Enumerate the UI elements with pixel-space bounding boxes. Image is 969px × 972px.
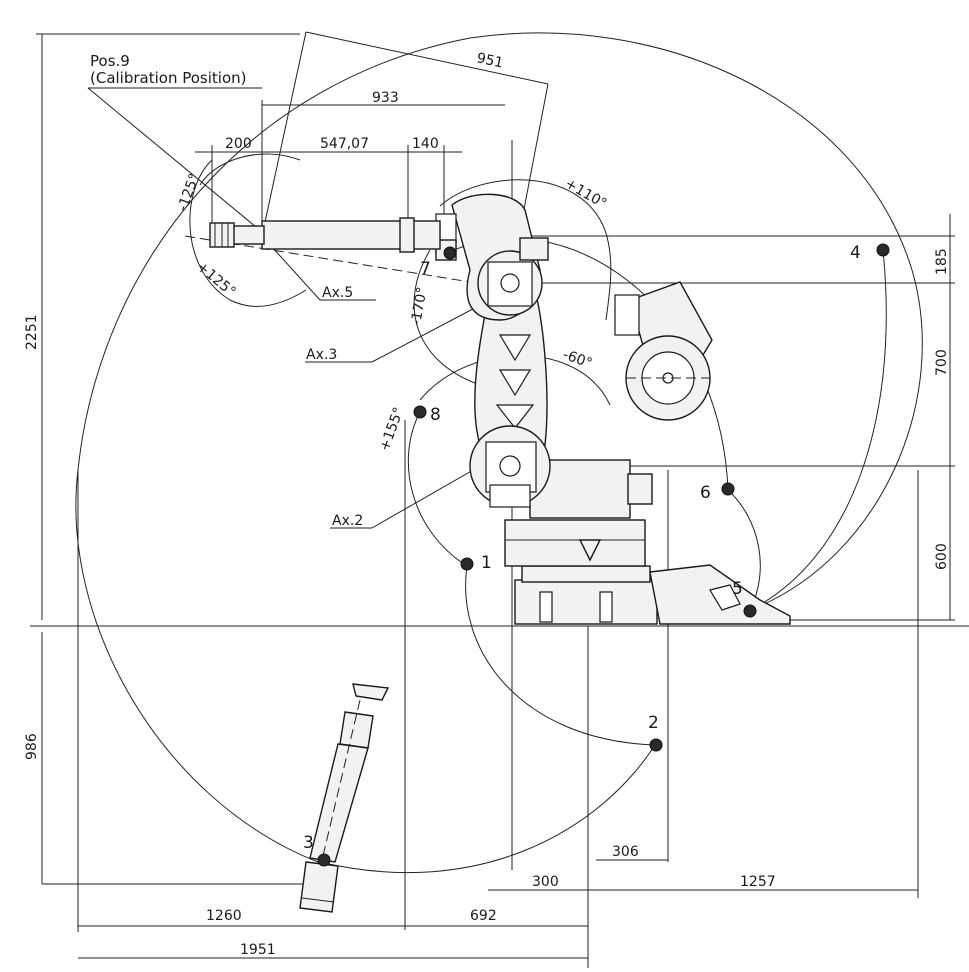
axis-2-label: Ax.2 xyxy=(332,513,363,529)
dim-185: 185 xyxy=(934,248,950,275)
angle-label-pos110: +110° xyxy=(562,176,609,213)
position-label-8: 8 xyxy=(430,405,441,425)
angle-label-neg170: -170° xyxy=(408,286,430,327)
dim-1257: 1257 xyxy=(740,874,776,890)
position-label-1: 1 xyxy=(481,553,492,573)
position-label-7: 7 xyxy=(420,259,431,279)
dim-1260: 1260 xyxy=(206,908,242,924)
calibration-label-line1: Pos.9 xyxy=(90,52,130,70)
axis-5-label: Ax.5 xyxy=(322,285,353,301)
robot-upper-arm xyxy=(435,193,549,321)
position-dot-1 xyxy=(460,557,474,571)
axis-3-label: Ax.3 xyxy=(306,347,337,363)
dimension-values: 951 933 200 547,07 140 2251 986 185 700 … xyxy=(24,50,950,958)
dimension-lines xyxy=(36,31,951,959)
dim-2251: 2251 xyxy=(24,314,40,350)
dim-933: 933 xyxy=(372,90,399,106)
position-label-2: 2 xyxy=(648,713,659,733)
robot-lower-arm xyxy=(469,289,653,519)
position-label-4: 4 xyxy=(850,243,861,263)
position-dot-4 xyxy=(876,243,890,257)
position-dot-5 xyxy=(743,604,757,618)
reference-lines xyxy=(30,33,969,968)
dim-200: 200 xyxy=(225,136,252,152)
position-label-3: 3 xyxy=(303,833,314,853)
annotation-labels: Pos.9 (Calibration Position) Ax.5 Ax.3 A… xyxy=(90,52,363,529)
dim-1951: 1951 xyxy=(240,942,276,958)
dim-600: 600 xyxy=(934,543,950,570)
dim-692: 692 xyxy=(470,908,497,924)
position-label-6: 6 xyxy=(700,483,711,503)
angle-label-neg60: -60° xyxy=(561,347,595,372)
position-dot-6 xyxy=(721,482,735,496)
tool-arm-lower xyxy=(299,683,390,913)
position-label-5: 5 xyxy=(732,579,743,599)
dim-300: 300 xyxy=(532,874,559,890)
dim-986: 986 xyxy=(24,733,40,760)
angle-label-pos125: +125° xyxy=(193,259,238,300)
position-dot-2 xyxy=(649,738,663,752)
dim-306: 306 xyxy=(612,844,639,860)
dim-951: 951 xyxy=(475,50,504,71)
angle-label-pos155: +155° xyxy=(377,405,408,453)
dim-140: 140 xyxy=(412,136,439,152)
dim-547: 547,07 xyxy=(320,136,369,152)
calibration-label-line2: (Calibration Position) xyxy=(90,69,247,87)
position-dot-8 xyxy=(413,405,427,419)
position-markers xyxy=(317,243,890,867)
wrist-right-position xyxy=(614,281,713,421)
angle-arcs xyxy=(189,153,612,406)
position-dot-3 xyxy=(317,853,331,867)
position-labels: 1 2 3 4 5 6 7 8 xyxy=(303,243,861,853)
position-dot-7 xyxy=(443,246,457,260)
tool-arm-horizontal xyxy=(209,217,441,253)
dim-700: 700 xyxy=(934,349,950,376)
